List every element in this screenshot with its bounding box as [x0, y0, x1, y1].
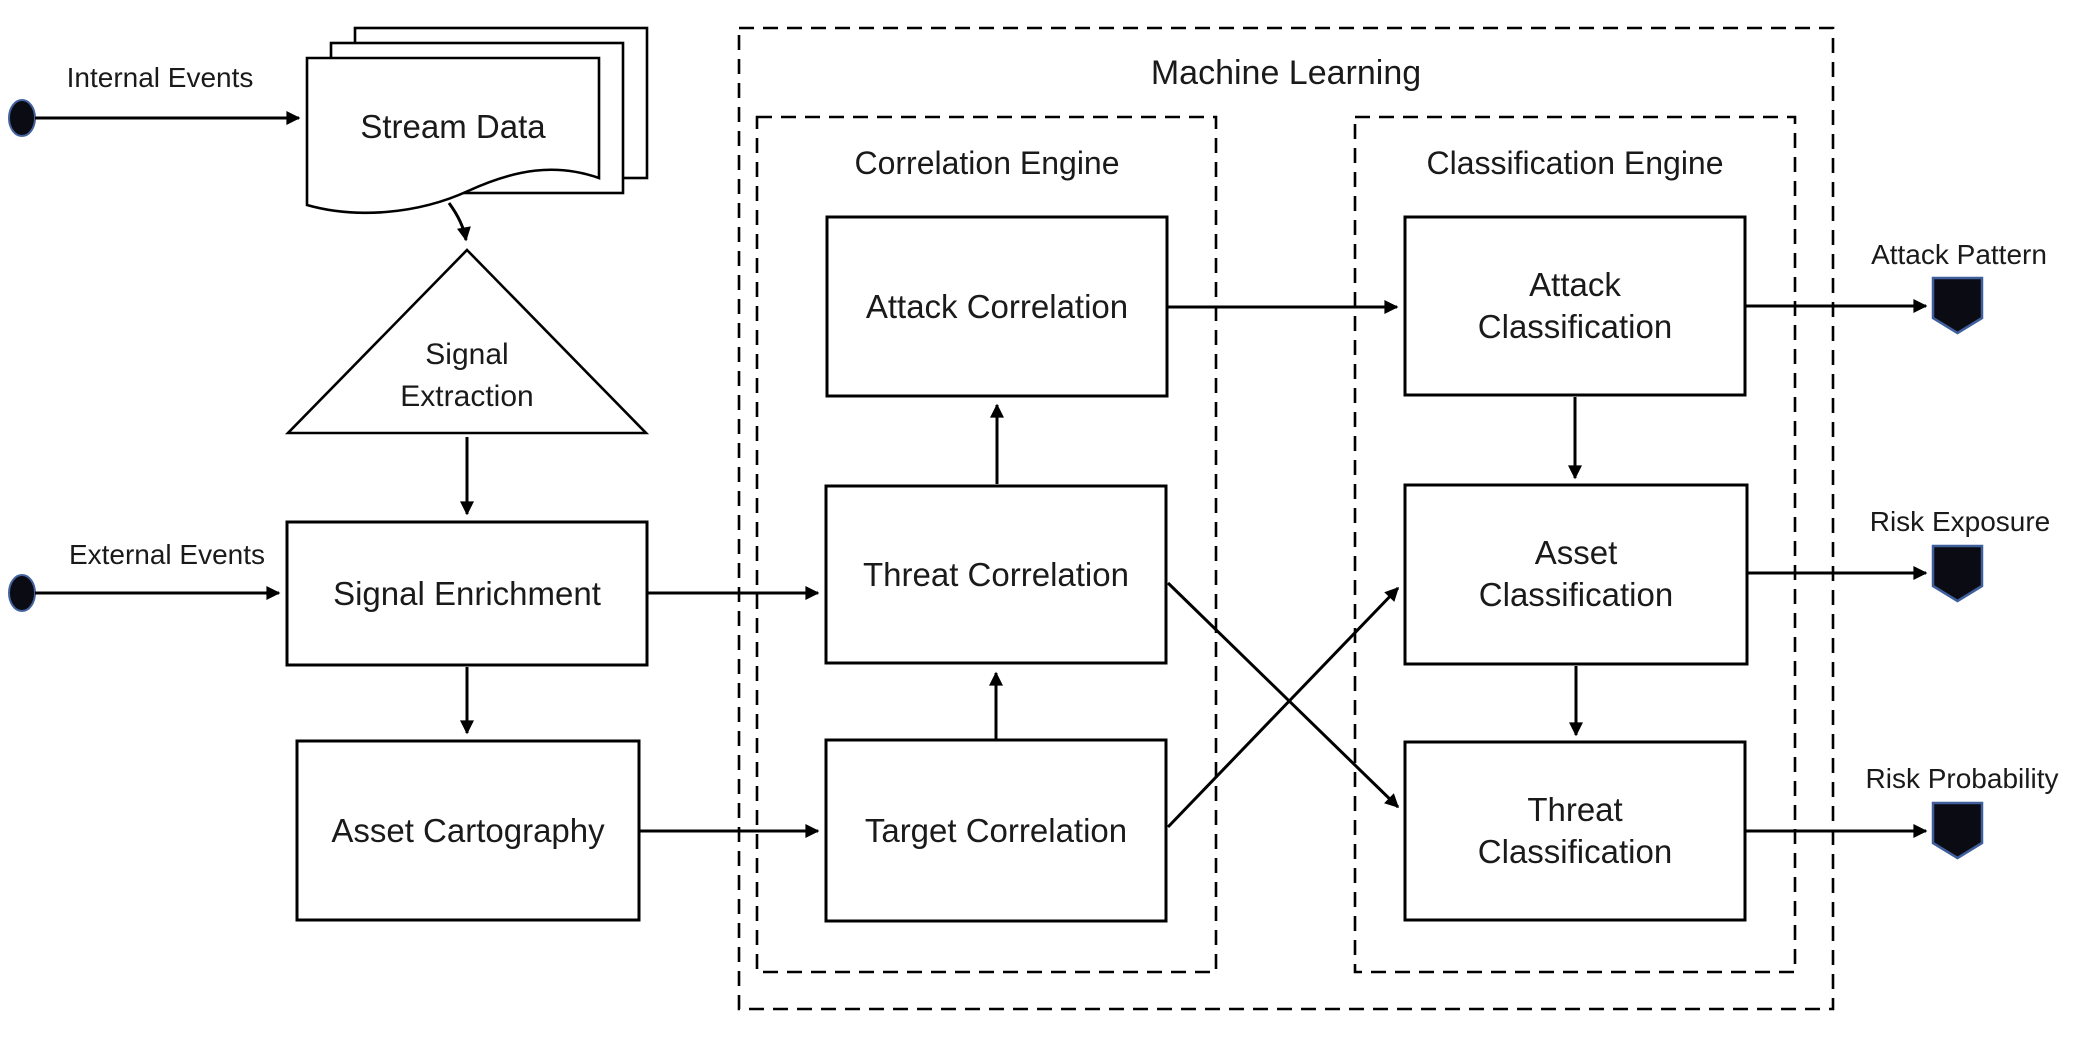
asset-classification-label-line2: Classification: [1479, 576, 1673, 613]
attack-classification-node: Attack Classification: [1403, 215, 1747, 397]
risk-exposure-shield-icon: [1931, 544, 1984, 603]
threat-classification-label-line2: Classification: [1478, 833, 1672, 870]
machine-learning-title: Machine Learning: [1151, 54, 1421, 92]
stream-data-document-icon: [305, 56, 601, 215]
correlation-engine-title: Correlation Engine: [854, 145, 1119, 181]
attack-classification-label-line2: Classification: [1478, 308, 1672, 345]
internal-events-label: Internal Events: [67, 62, 254, 93]
external-events-label: External Events: [69, 539, 265, 570]
target-correlation-label: Target Correlation: [865, 812, 1127, 849]
stream-data-node: Stream Data: [305, 26, 649, 215]
signal-extraction-label-line2: Extraction: [400, 380, 533, 413]
signal-enrichment-node: Signal Enrichment: [285, 520, 649, 667]
correlation-engine-container: [755, 115, 1218, 974]
signal-extraction-triangle-icon: [284, 248, 650, 435]
signal-extraction-node: Signal Extraction: [284, 248, 650, 435]
attack-correlation-node: Attack Correlation: [825, 215, 1169, 398]
target-correlation-node: Target Correlation: [824, 738, 1168, 923]
classification-engine-container: [1353, 115, 1797, 974]
threat-correlation-node: Threat Correlation: [824, 484, 1168, 665]
arrow-target-correlation-to-asset-classification: [1166, 586, 1400, 829]
asset-classification-label-line1: Asset: [1535, 534, 1618, 571]
asset-classification-node: Asset Classification: [1403, 483, 1749, 666]
attack-classification-label-line1: Attack: [1529, 266, 1621, 303]
attack-pattern-label: Attack Pattern: [1871, 239, 2047, 270]
signal-enrichment-label: Signal Enrichment: [333, 575, 601, 612]
arrow-threat-correlation-to-threat-classification: [1166, 581, 1400, 809]
attack-pattern-shield-icon: [1931, 276, 1984, 335]
risk-probability-label: Risk Probability: [1866, 763, 2059, 794]
attack-correlation-label: Attack Correlation: [866, 288, 1128, 325]
arrow-stream-data-to-signal-extraction: [447, 202, 471, 242]
asset-cartography-node: Asset Cartography: [295, 739, 641, 922]
risk-exposure-label: Risk Exposure: [1870, 506, 2051, 537]
classification-engine-title: Classification Engine: [1426, 145, 1723, 181]
internal-events-start-icon: [8, 99, 36, 137]
signal-extraction-label-line1: Signal: [425, 338, 508, 371]
asset-cartography-label: Asset Cartography: [331, 812, 605, 849]
threat-classification-node: Threat Classification: [1403, 740, 1747, 922]
machine-learning-container: [737, 26, 1835, 1011]
threat-classification-label-line1: Threat: [1527, 791, 1622, 828]
stream-data-label: Stream Data: [360, 108, 546, 145]
risk-probability-shield-icon: [1931, 801, 1984, 860]
threat-correlation-label: Threat Correlation: [863, 556, 1129, 593]
external-events-start-icon: [8, 574, 36, 612]
